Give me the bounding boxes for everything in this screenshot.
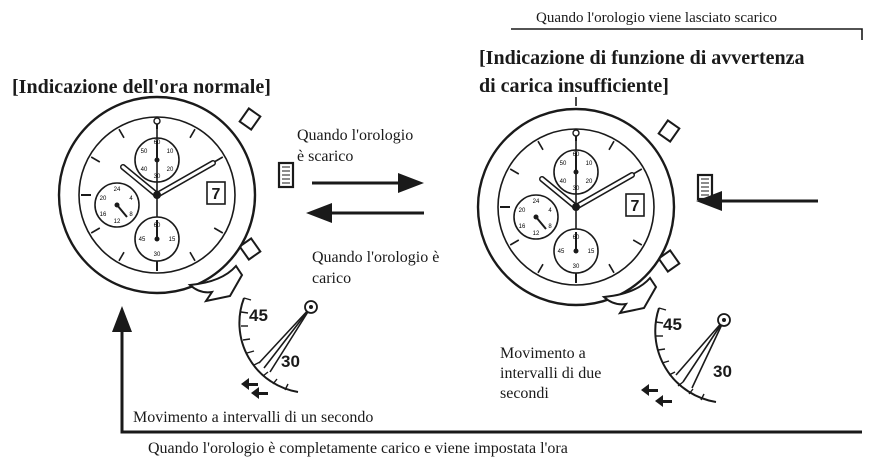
subdial-left-4: 4 [129,196,133,202]
caption-two-second-line2: intervalli di due [500,365,601,382]
heading-normal: [Indicazione dell'ora normale] [12,76,271,98]
subdial-left-12: 12 [114,219,121,225]
return-arrow [112,306,862,434]
curved-arrow-left [187,264,244,303]
subdial-left-20: 20 [100,196,107,202]
leader-line-unattended [511,28,863,40]
subdial-left-8: 8 [129,212,133,218]
caption-two-second-line3: secondi [500,385,549,402]
subdial-top-30: 30 [154,174,161,180]
subdial-top-50: 50 [560,161,567,167]
subdial-top-60: 60 [573,152,580,158]
subdial-bottom-15: 15 [169,237,176,243]
subdial-bottom-60: 60 [573,235,580,241]
caption-discharged-line1: Quando l'orologio [297,127,413,144]
subdial-left-20: 20 [519,208,526,214]
caption-two-second-line1: Movimento a [500,345,586,362]
subdial-bottom-30: 30 [154,252,161,258]
date-window-value: 7 [212,186,221,203]
subdial-top-30: 30 [573,186,580,192]
caption-one-second-move: Movimento a intervalli di un secondo [133,409,373,426]
subdial-bottom-30: 30 [573,264,580,270]
scale-right-label-30: 30 [713,362,732,381]
caption-left-unattended: Quando l'orologio viene lasciato scarico [536,10,777,26]
subdial-top-50: 50 [141,149,148,155]
caption-full-charge-set-time: Quando l'orologio è completamente carico… [148,440,568,457]
subdial-left-24: 24 [533,199,540,205]
subdial-top-40: 40 [141,167,148,173]
caption-discharged-line2: è scarico [297,148,353,165]
arrow-to-normal [306,203,424,223]
arrow-to-warning [312,173,424,193]
heading-warning-line2: di carica insufficiente] [479,75,669,97]
scale-right-label-45: 45 [663,315,682,334]
arrow-press-crown [696,191,818,211]
subdial-top-10: 10 [586,161,593,167]
scale-left-label-30: 30 [281,352,300,371]
normal-watch: 7 60 10 20 30 40 50 24 4 8 12 16 20 60 1… [59,97,293,293]
subdial-top-10: 10 [167,149,174,155]
subdial-left-8: 8 [548,224,552,230]
subdial-left-12: 12 [533,231,540,237]
subdial-left-24: 24 [114,187,121,193]
seconds-scale-right [641,307,731,407]
caption-charged-line2: carico [312,270,351,287]
subdial-bottom-45: 45 [139,237,146,243]
subdial-top-60: 60 [154,140,161,146]
subdial-left-4: 4 [548,208,552,214]
heading-warning-line1: [Indicazione di funzione di avvertenza [479,47,805,69]
curved-arrow-right [601,276,658,315]
subdial-left-16: 16 [519,224,526,230]
subdial-left-16: 16 [100,212,107,218]
seconds-scale-left [238,297,318,399]
subdial-top-40: 40 [560,179,567,185]
warning-watch: 7 60 10 20 30 40 50 24 4 8 12 16 20 60 1… [478,109,712,305]
subdial-bottom-60: 60 [154,223,161,229]
caption-charged-line1: Quando l'orologio è [312,249,439,266]
subdial-bottom-45: 45 [558,249,565,255]
scale-left-label-45: 45 [249,306,268,325]
subdial-top-20: 20 [167,167,174,173]
date-window-value-warning: 7 [631,198,640,215]
subdial-top-20: 20 [586,179,593,185]
subdial-bottom-15: 15 [588,249,595,255]
